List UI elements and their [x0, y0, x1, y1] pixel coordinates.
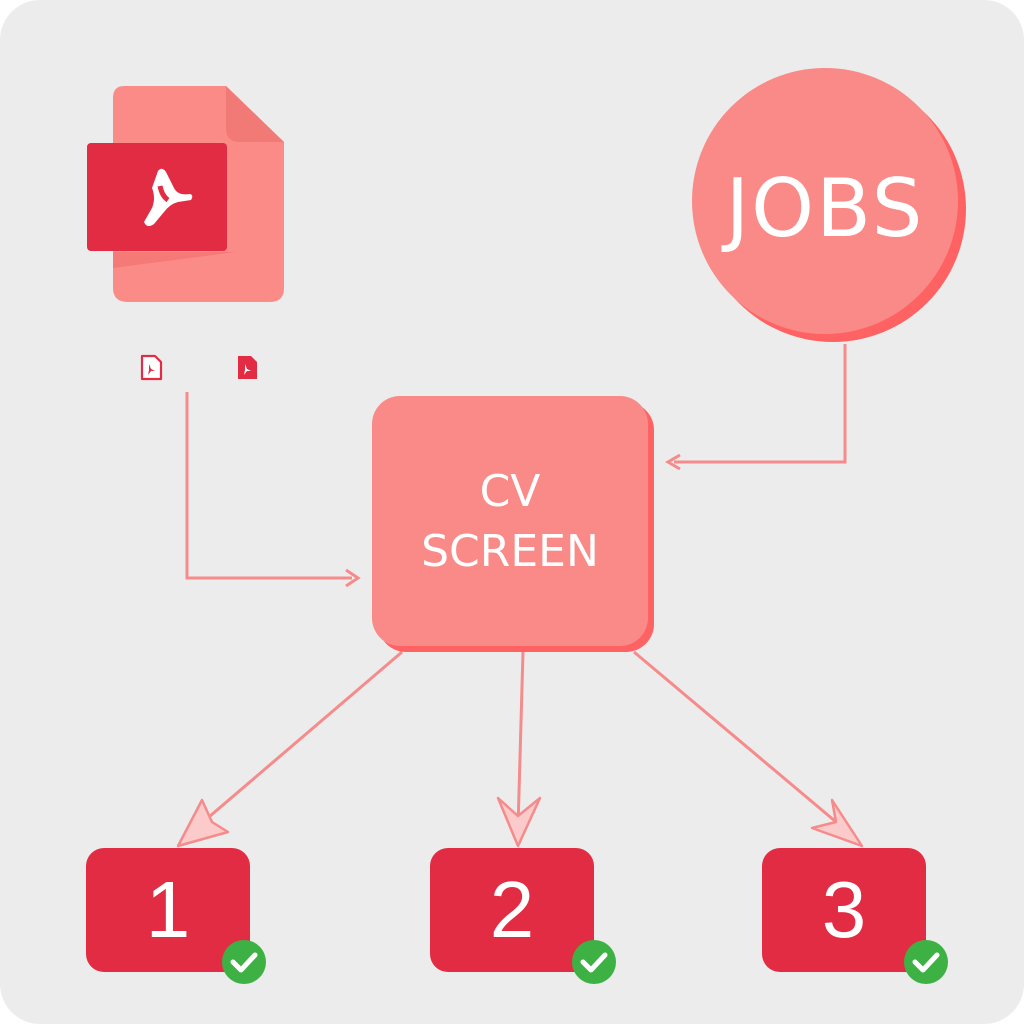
arrowhead-2 [496, 796, 542, 848]
result-node-1: 1 [86, 848, 250, 972]
result-node-2: 2 [430, 848, 594, 972]
arrowhead-cv-left [345, 568, 361, 588]
cv-screen-label: CV SCREEN [372, 462, 648, 582]
pdf-file-icon [238, 356, 257, 379]
arrowhead-1 [176, 798, 230, 848]
check-circle-icon [572, 940, 616, 984]
connector-cv-to-1 [195, 650, 403, 830]
arrowhead-3 [810, 798, 864, 848]
result-label: 3 [821, 865, 867, 954]
cv-screen-line-2: SCREEN [421, 526, 599, 577]
cv-screen-node: CV SCREEN [372, 396, 648, 646]
pdf-document-icon [87, 86, 284, 302]
connector-jobs-to-cv [674, 344, 847, 464]
connector-pdf-to-cv [185, 392, 352, 580]
check-circle-icon [904, 940, 948, 984]
result-label: 1 [145, 865, 191, 954]
connector-cv-to-3 [633, 650, 849, 834]
jobs-label: JOBS [725, 162, 925, 255]
connector-cv-to-2 [516, 651, 525, 829]
result-label: 2 [489, 865, 535, 954]
jobs-node: JOBS [692, 68, 968, 344]
jobs-circle: JOBS [692, 68, 958, 334]
cv-screen-line-1: CV [479, 466, 541, 517]
result-node-3: 3 [762, 848, 926, 972]
check-circle-icon [222, 940, 266, 984]
arrowhead-cv-right [665, 453, 681, 471]
pdf-file-icon [140, 354, 163, 381]
